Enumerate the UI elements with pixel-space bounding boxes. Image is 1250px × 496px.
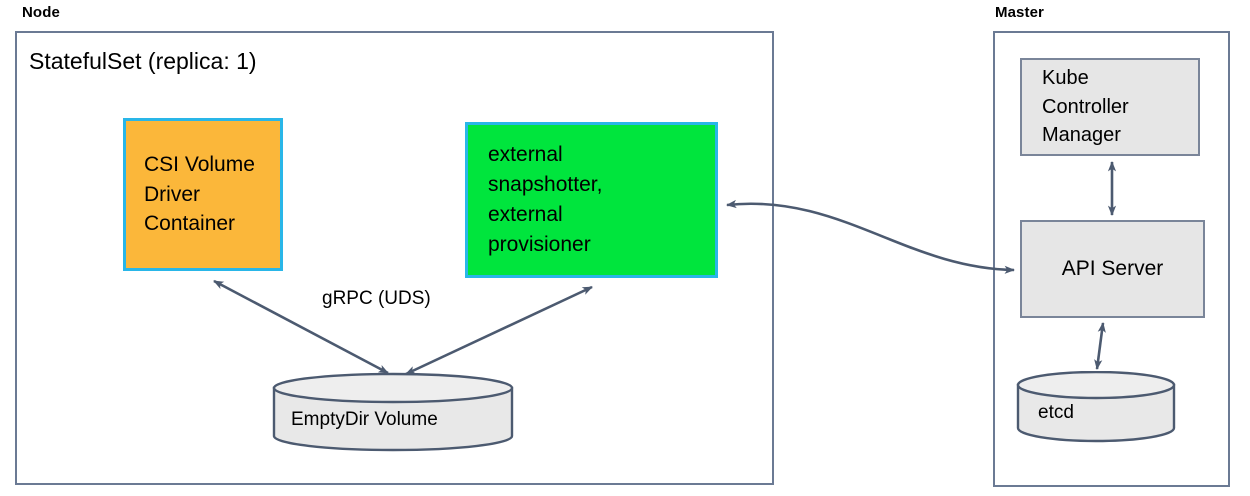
external-sidecars-box[interactable]: external snapshotter, external provision… xyxy=(465,122,718,278)
kcm-line-1: Kube xyxy=(1042,67,1089,90)
etcd-cylinder[interactable] xyxy=(1016,370,1176,443)
etcd-label: etcd xyxy=(1038,402,1074,423)
emptydir-volume-label: EmptyDir Volume xyxy=(291,409,438,430)
sidecar-line-4: provisioner xyxy=(488,232,591,256)
csi-driver-line-3: Container xyxy=(144,212,236,236)
kube-controller-manager-box[interactable]: Kube Controller Manager xyxy=(1020,58,1200,156)
statefulset-title: StatefulSet (replica: 1) xyxy=(29,48,257,74)
zone-label-master: Master xyxy=(995,4,1044,21)
emptydir-volume-shape xyxy=(272,372,514,452)
kcm-line-3: Manager xyxy=(1042,124,1121,147)
csi-volume-driver-container-box[interactable]: CSI Volume Driver Container xyxy=(123,118,283,271)
csi-driver-line-1: CSI Volume xyxy=(144,152,255,176)
sidecar-line-2: snapshotter, xyxy=(488,173,603,197)
csi-driver-line-2: Driver xyxy=(144,182,200,206)
kcm-line-2: Controller xyxy=(1042,95,1129,118)
sidecar-line-1: external xyxy=(488,143,563,167)
grpc-uds-edge-label: gRPC (UDS) xyxy=(322,288,431,309)
api-server-label: API Server xyxy=(1061,257,1164,281)
zone-label-node: Node xyxy=(22,4,60,21)
etcd-shape xyxy=(1016,370,1176,443)
sidecar-line-3: external xyxy=(488,203,563,226)
emptydir-volume-cylinder[interactable] xyxy=(272,372,514,452)
api-server-box[interactable]: API Server xyxy=(1020,220,1205,318)
